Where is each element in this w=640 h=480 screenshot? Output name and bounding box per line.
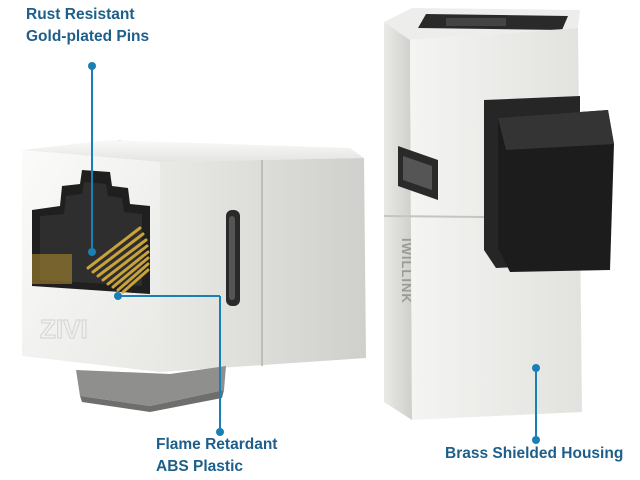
callout-dot-pins-top (88, 62, 96, 70)
callout-lines (88, 62, 540, 444)
housing-annotation: Brass Shielded Housing (445, 443, 623, 465)
plastic-annotation-line1: Flame Retardant (156, 436, 278, 453)
pins-annotation-line2: Gold-plated Pins (26, 28, 150, 45)
brand-text: IWILLINK (399, 238, 414, 304)
plastic-annotation-line2: ABS Plastic (156, 458, 244, 475)
callout-dot-plastic-end (216, 428, 224, 436)
callout-dot-pins (88, 248, 96, 256)
embossed-logo: ZIVI (40, 314, 88, 344)
callout-dot-housing (532, 364, 540, 372)
pins-annotation: Rust Resistant Gold-plated Pins (26, 4, 149, 48)
pins-annotation-line1: Rust Resistant (26, 6, 135, 23)
bottom-latch (76, 366, 226, 406)
callout-dot-housing-end (532, 436, 540, 444)
housing-annotation-line1: Brass Shielded Housing (445, 445, 624, 462)
callout-dot-plastic (114, 292, 122, 300)
right-keystone-jack: IWILLINK (383, 8, 614, 420)
gold-pins (86, 226, 150, 294)
right-jack-left-face (384, 22, 412, 420)
left-keystone-jack: ZIVI (22, 140, 366, 412)
plastic-annotation: Flame Retardant ABS Plastic (156, 434, 277, 478)
left-jack-top-face (22, 140, 364, 162)
